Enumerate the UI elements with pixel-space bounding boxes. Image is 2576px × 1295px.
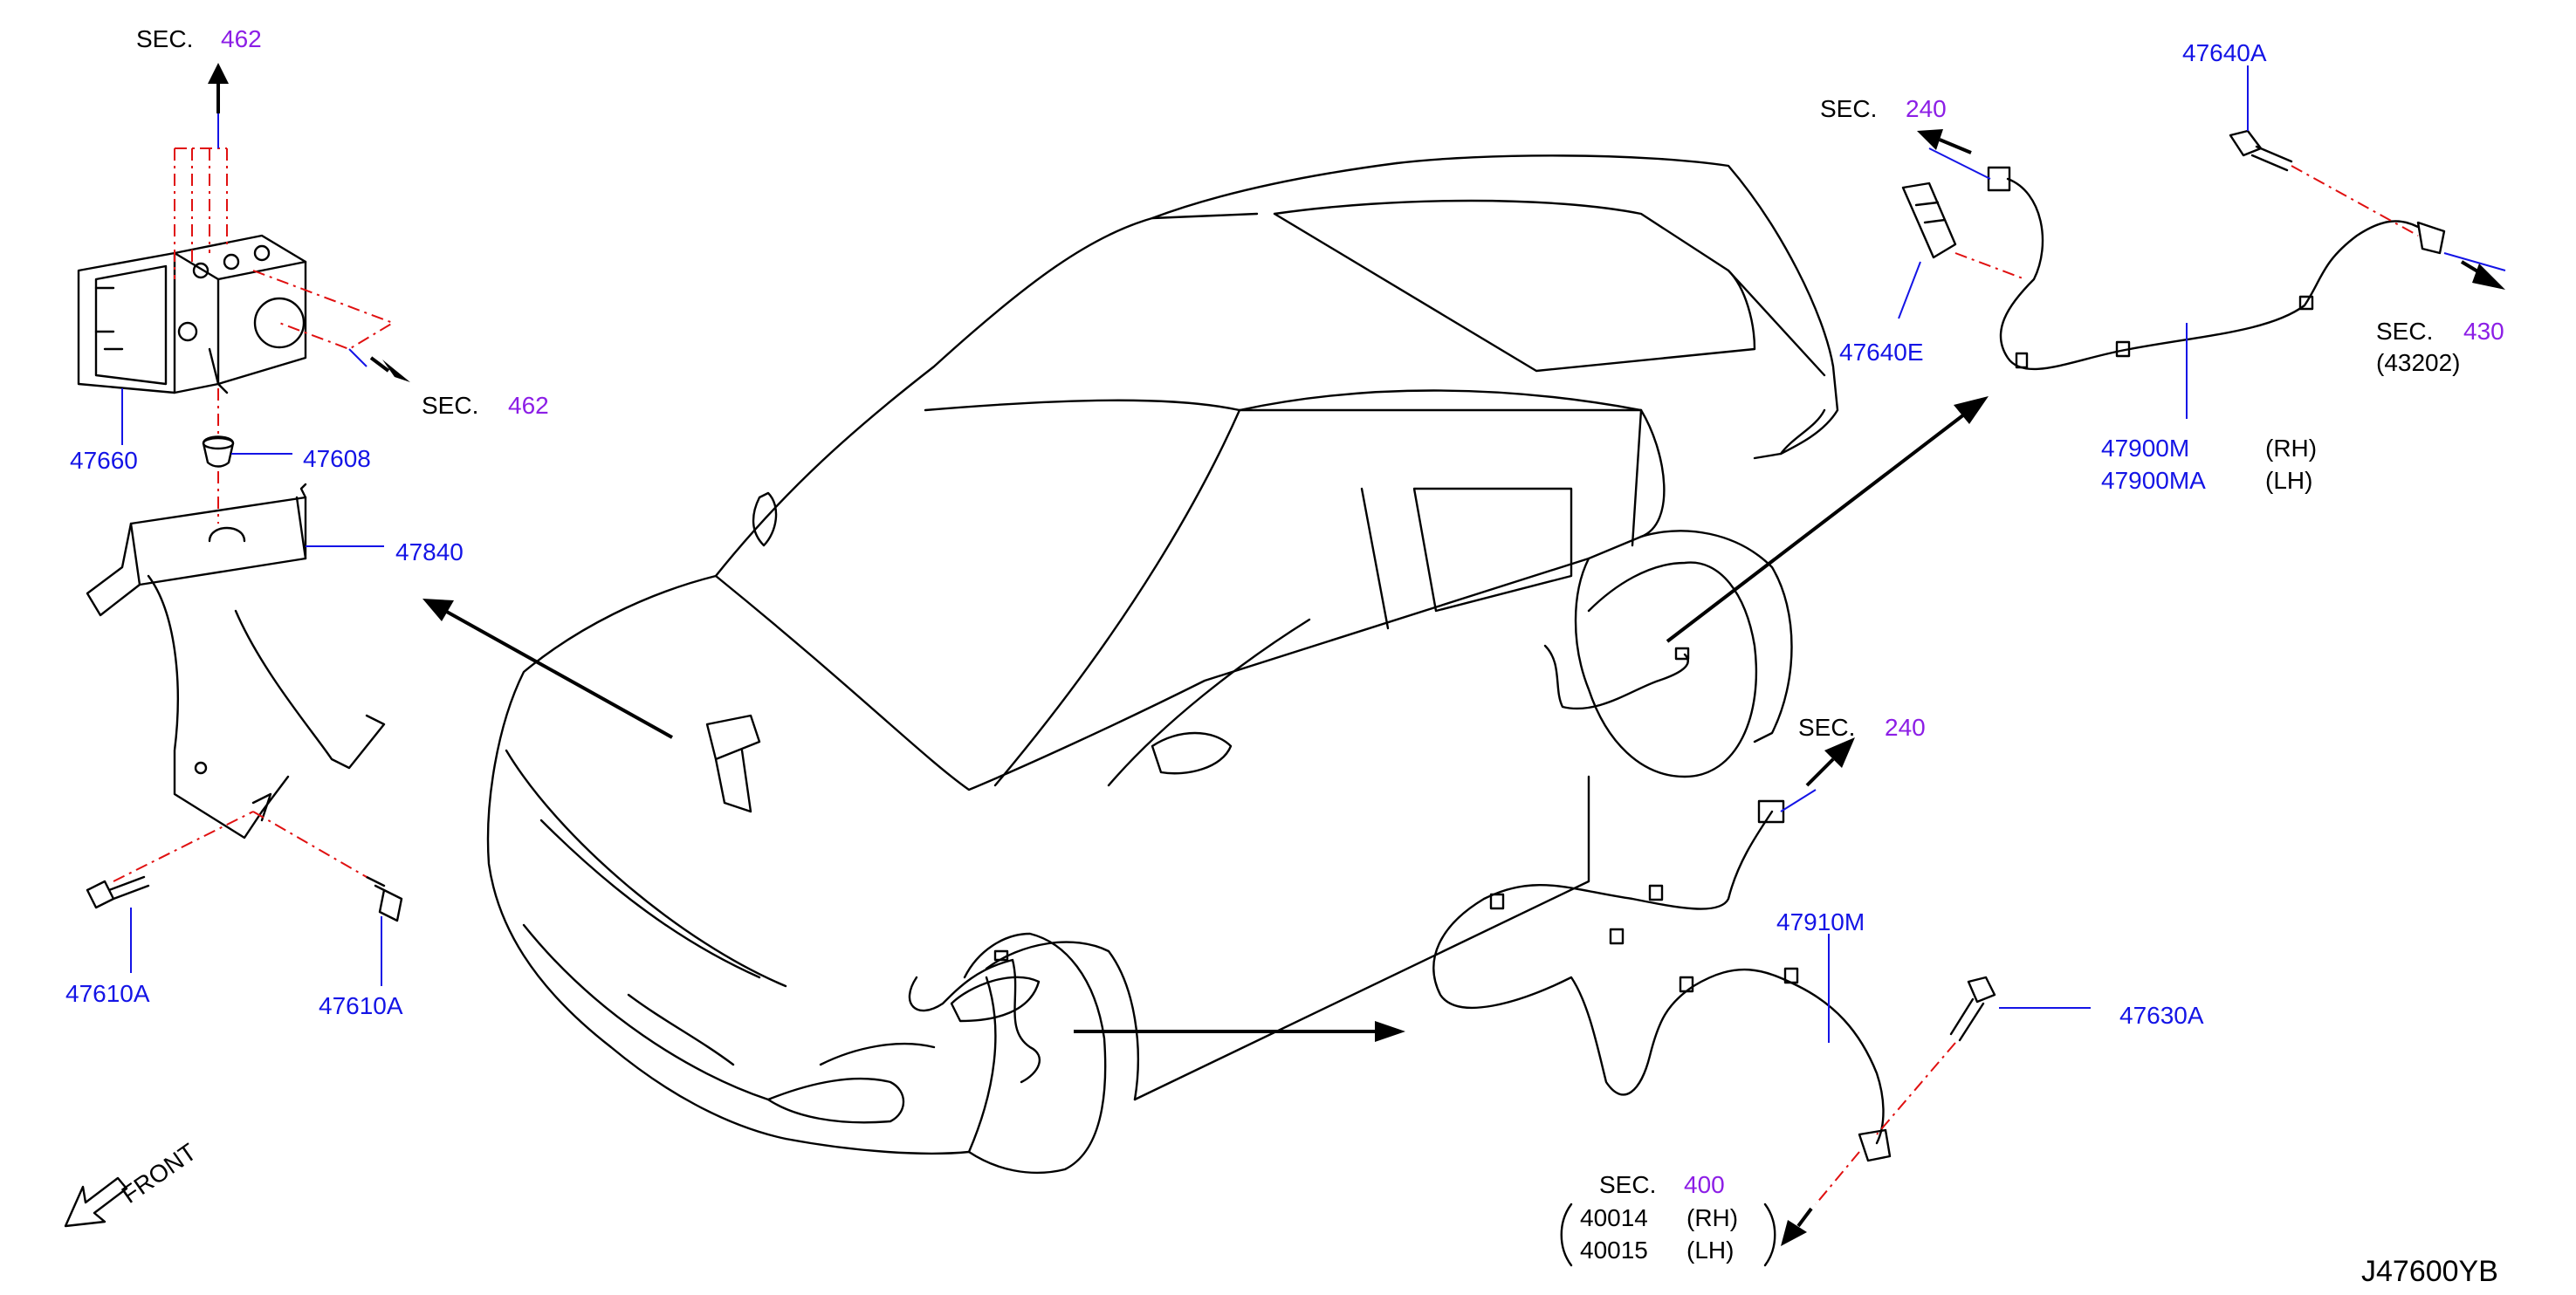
car-harness-rear [1543,644,1690,710]
part-47900m: 47900M [2101,435,2189,462]
arrow-to-rear-sensor [1666,413,1966,643]
sec-430-number: 430 [2463,318,2504,345]
part-47640a: 47640A [2182,39,2267,66]
labels: SEC. 462 SEC. 462 47660 47608 47840 4761… [65,25,2504,1288]
part-47840: 47840 [395,538,464,565]
part-47608: 47608 [303,445,371,472]
arrow-sec-462-right [369,356,390,373]
bolt-47610a-left [86,875,150,909]
sec-400-number: 400 [1684,1171,1725,1198]
front-label: FRONT [117,1138,202,1209]
part-47630a: 47630A [2119,1002,2204,1029]
car-outline [486,154,1839,1175]
sec-400-left-paren [1560,1202,1573,1267]
bolt-47640a [2229,129,2293,172]
part-47900ma: 47900MA [2101,467,2206,494]
sec-462-top-prefix: SEC. [136,25,193,52]
bracket-47840 [86,483,386,839]
rear-sensor-harness [1987,166,2446,371]
sec-462-top-number: 462 [221,25,262,52]
arrow-sec-240-top [1939,138,1972,154]
part-47610a-left: 47610A [65,980,150,1007]
car-harness-front [908,949,1041,1084]
sec-462-right-prefix: SEC. [422,392,478,419]
part-47610a-right: 47610A [319,992,403,1019]
sec-240-top-prefix: SEC. [1820,95,1877,122]
part-47900ma-side: (LH) [2265,467,2312,494]
part-47640e: 47640E [1839,339,1924,366]
arrows [208,63,2505,1246]
grommet-47608 [202,435,235,468]
arrow-sec-400 [1796,1207,1813,1228]
bolt-47610a-right [365,875,403,922]
sec-462-right-number: 462 [508,392,549,419]
arrow-sec-240-mid [1805,757,1835,787]
arrow-to-actuator [444,609,673,739]
car-abs-actuator-mini [705,714,761,813]
sec-430-prefix: SEC. [2376,318,2433,345]
front-sensor-harness [1432,799,1892,1162]
sec-400-right-paren [1763,1202,1776,1267]
sec-400-ref-40014-side: (RH) [1686,1204,1738,1231]
sensor-bracket-47640e [1901,182,1957,259]
bolt-47630a [1949,976,1996,1042]
center-lines [113,147,2419,1205]
sec-400-ref-40015-side: (LH) [1686,1237,1734,1264]
sec-400-ref-40014: 40014 [1580,1204,1648,1231]
sec-400-ref-40015: 40015 [1580,1237,1648,1264]
part-47910m: 47910M [1776,908,1865,935]
abs-actuator-unit [77,234,307,394]
sec-430-note: (43202) [2376,349,2461,376]
sec-240-top-number: 240 [1906,95,1947,122]
front-direction-arrow-icon [64,1176,128,1228]
sec-400-prefix: SEC. [1599,1171,1656,1198]
part-47660: 47660 [70,447,138,474]
diagram-id: J47600YB [2361,1255,2498,1288]
sec-240-mid-number: 240 [1885,714,1926,741]
leader-lines [121,65,2506,1043]
part-47900m-side: (RH) [2265,435,2317,462]
sec-240-mid-prefix: SEC. [1798,714,1855,741]
